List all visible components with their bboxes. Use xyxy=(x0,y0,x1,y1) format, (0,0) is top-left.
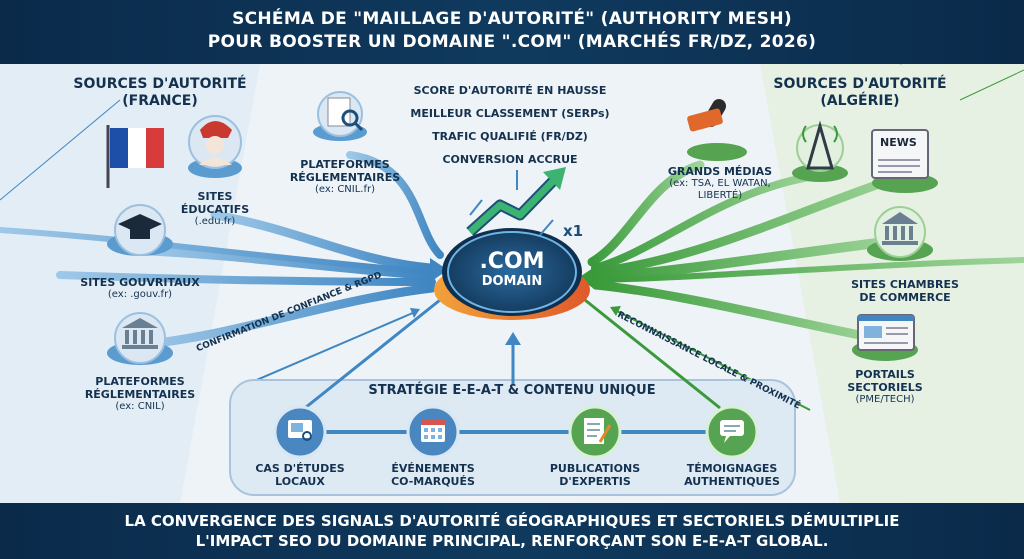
node-edu-name2: ÉDUCATIFS xyxy=(180,203,250,216)
right-title-line-1: SOURCES D'AUTORITÉ xyxy=(773,76,947,92)
flow-media xyxy=(587,160,705,267)
node-cnil-fr-sub: (ex: CNIL.fr) xyxy=(314,184,376,195)
testimonial-icon xyxy=(720,420,744,443)
header-bar xyxy=(0,0,1024,64)
node-portail-name: PORTAILS xyxy=(855,368,915,381)
flow-extra-r xyxy=(593,257,1024,283)
events-l2: CO-MARQUÉS xyxy=(391,475,475,488)
strategy-item-case-study: CAS D'ÉTUDES LOCAUX xyxy=(248,462,352,488)
node-media-label: GRANDS MÉDIAS (ex: TSA, EL WATAN, LIBERT… xyxy=(660,165,780,202)
node-cnil-fr-name2: RÉGLEMENTAIRES xyxy=(289,171,401,184)
flow-cnil-fr xyxy=(346,151,444,259)
node-chambre-label: SITES CHAMBRES DE COMMERCE xyxy=(840,278,970,304)
node-gouv-sub: (ex: .gouv.fr) xyxy=(107,289,173,300)
right-title-line-2: (ALGÉRIE) xyxy=(820,93,900,109)
center-line-1: .COM xyxy=(479,249,545,274)
node-cnil-fr-name: PLATEFORMES xyxy=(300,158,390,171)
footer-line-1: LA CONVERGENCE DES SIGNALS D'AUTORITÉ GÉ… xyxy=(124,512,900,530)
node-cnil-name: PLATEFORMES xyxy=(95,375,185,388)
footer-text: LA CONVERGENCE DES SIGNALS D'AUTORITÉ GÉ… xyxy=(0,511,1024,551)
case-study-l1: CAS D'ÉTUDES xyxy=(255,462,345,475)
right-nodes xyxy=(687,99,938,361)
testimonials-l2: AUTHENTIQUES xyxy=(684,475,780,488)
node-portail-sub: (PME/TECH) xyxy=(855,394,915,405)
news-label: NEWS xyxy=(880,136,917,149)
node-edu-name: SITES xyxy=(197,190,233,203)
strategy-title: STRATÉGIE E-E-A-T & CONTENU UNIQUE xyxy=(368,383,656,398)
strategy-item-testimonials: TÉMOIGNAGES AUTHENTIQUES xyxy=(677,462,787,488)
node-portail-name2: SECTORIELS xyxy=(847,381,923,394)
right-flows xyxy=(587,160,1024,345)
node-media-sub2: LIBERTÉ) xyxy=(697,190,743,201)
title-line-1: SCHÉMA DE "MAILLAGE D'AUTORITÉ" (AUTHORI… xyxy=(232,9,792,29)
node-edu-label: SITES ÉDUCATIFS (.edu.fr) xyxy=(165,190,265,228)
benefit-3: TRAFIC QUALIFIÉ (FR/DZ) xyxy=(432,130,588,143)
right-section-title: SOURCES D'AUTORITÉ (ALGÉRIE) xyxy=(770,76,950,110)
growth-arrow-icon xyxy=(466,167,566,237)
flow-extra xyxy=(0,227,433,275)
node-gouv-name: SITES GOUVRITAUX xyxy=(80,276,200,289)
footer-line-2: L'IMPACT SEO DU DOMAINE PRINCIPAL, RENFO… xyxy=(195,532,829,550)
events-l1: ÉVÉNEMENTS xyxy=(391,462,475,475)
title-line-2: POUR BOOSTER UN DOMAINE ".COM" (MARCHÉS … xyxy=(207,32,817,52)
case-study-l2: LOCAUX xyxy=(275,475,325,488)
flow-chambre xyxy=(591,235,905,283)
benefit-4: CONVERSION ACCRUE xyxy=(442,153,578,166)
flow-news xyxy=(590,170,910,277)
multiplier-label: x1 xyxy=(563,222,584,240)
footer-bar xyxy=(0,503,1024,559)
node-portail-label: PORTAILS SECTORIELS (PME/TECH) xyxy=(830,368,940,406)
node-media-name: GRANDS MÉDIAS xyxy=(667,165,773,178)
node-cnil-name2: RÉGLEMENTAIRES xyxy=(84,388,196,401)
testimonials-l1: TÉMOIGNAGES xyxy=(686,462,778,475)
calendar-icon xyxy=(421,420,445,442)
flow-gouv xyxy=(135,245,437,280)
node-edu-sub: (.edu.fr) xyxy=(194,216,236,227)
node-chambre-name: SITES CHAMBRES xyxy=(851,278,959,291)
node-gouv-label: SITES GOUVRITAUX (ex: .gouv.fr) xyxy=(70,276,210,301)
node-cnil-sub: (ex: CNIL) xyxy=(115,401,165,412)
node-cnil-fr-label: PLATEFORMES RÉGLEMENTAIRES (ex: CNIL.fr) xyxy=(285,158,405,196)
flow-tower xyxy=(591,171,824,272)
benefit-2: MEILLEUR CLASSEMENT (SERPs) xyxy=(410,107,610,120)
confirmation-line xyxy=(244,311,416,386)
benefit-1: SCORE D'AUTORITÉ EN HAUSSE xyxy=(413,84,607,97)
flow-edu xyxy=(210,210,435,273)
node-media-sub1: (ex: TSA, EL WATAN, xyxy=(669,178,771,189)
publications-l2: D'EXPERTIS xyxy=(559,475,631,488)
node-cnil-label: PLATEFORMES RÉGLEMENTAIRES (ex: CNIL) xyxy=(75,375,205,413)
strategy-item-events: ÉVÉNEMENTS CO-MARQUÉS xyxy=(383,462,483,488)
right-arrowhead xyxy=(578,266,596,290)
case-study-icon xyxy=(288,420,312,441)
left-arrowhead xyxy=(430,258,448,282)
center-domain-text: .COM DOMAIN xyxy=(448,249,576,290)
flow-portail xyxy=(591,280,890,345)
left-nodes xyxy=(106,91,367,365)
left-section-title: SOURCES D'AUTORITÉ (FRANCE) xyxy=(70,76,250,110)
page-title: SCHÉMA DE "MAILLAGE D'AUTORITÉ" (AUTHORI… xyxy=(0,8,1024,54)
publications-l1: PUBLICATIONS xyxy=(549,462,641,475)
center-domain xyxy=(434,228,590,320)
left-flows xyxy=(0,151,444,350)
strategy-item-publications: PUBLICATIONS D'EXPERTIS xyxy=(540,462,650,488)
left-title-line-1: SOURCES D'AUTORITÉ xyxy=(73,76,247,92)
flow-cnil xyxy=(135,283,437,350)
center-line-2: DOMAIN xyxy=(481,274,543,289)
node-chambre-name2: DE COMMERCE xyxy=(859,291,951,304)
flow-gov-low xyxy=(56,271,436,286)
publication-icon xyxy=(584,418,612,444)
left-title-line-2: (FRANCE) xyxy=(122,93,198,109)
